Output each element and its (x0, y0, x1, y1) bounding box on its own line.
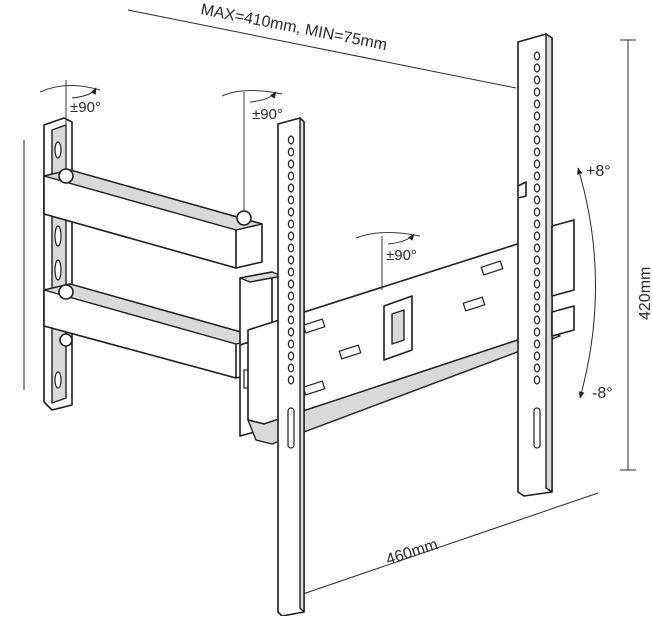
mounting-hole (533, 303, 541, 313)
mounting-hole (533, 171, 541, 181)
mounting-hole (287, 279, 295, 289)
mounting-hole (287, 207, 295, 217)
right-vertical-rail (517, 33, 553, 497)
mounting-hole (287, 315, 295, 325)
mounting-hole (533, 267, 541, 277)
width-dimension-label: 460mm (384, 536, 440, 569)
mounting-hole (533, 219, 541, 229)
mounting-hole (533, 363, 541, 373)
mounting-hole (287, 363, 295, 373)
mounting-hole (287, 303, 295, 313)
mounting-hole (287, 195, 295, 205)
vesa-dimension: MAX=410mm, MIN=75mm (127, 1, 517, 89)
height-dimension-label: 420mm (637, 267, 652, 320)
mounting-hole (287, 243, 295, 253)
vesa-dimension-line (127, 9, 517, 89)
lower-arm (43, 283, 263, 379)
tilt-arrow-icon (577, 167, 596, 399)
mounting-hole (533, 351, 541, 361)
mounting-hole (533, 183, 541, 193)
wall-plate (43, 117, 73, 411)
mounting-hole (533, 75, 541, 85)
mounting-hole (287, 327, 295, 337)
mounting-hole (287, 267, 295, 277)
wall-pivot-rotation: ±90° (39, 80, 101, 170)
mounting-hole (533, 291, 541, 301)
mounting-hole (533, 51, 541, 61)
mounting-hole (533, 135, 541, 145)
mounting-hole (533, 231, 541, 241)
mounting-hole (287, 255, 295, 265)
mounting-hole (287, 147, 295, 157)
rotation-arrow-icon (249, 91, 277, 103)
mounting-hole (533, 339, 541, 349)
mounting-hole (533, 207, 541, 217)
rotation-arrow-icon (387, 233, 415, 245)
horizontal-plate (247, 239, 561, 445)
rotation-arrow-icon (71, 87, 97, 99)
mounting-hole (287, 375, 295, 385)
mounting-hole (533, 123, 541, 133)
mounting-hole (533, 375, 541, 385)
mounting-hole (533, 327, 541, 337)
mounting-hole (533, 111, 541, 121)
mounting-hole (287, 159, 295, 169)
mounting-hole (287, 291, 295, 301)
tilt-up-label: +8° (586, 163, 611, 180)
arm-pivot-label: ±90° (252, 106, 283, 123)
mounting-hole (287, 339, 295, 349)
height-dimension: 420mm (620, 39, 652, 471)
mounting-hole (287, 135, 295, 145)
plate-pivot-rotation: ±90° (355, 231, 421, 290)
rail-side-bracket (551, 219, 575, 337)
mounting-hole (533, 87, 541, 97)
wall-pivot-label: ±90° (70, 99, 101, 116)
arm-pivot-rotation: ±90° (221, 90, 283, 212)
width-dimension-line (299, 492, 599, 596)
mounting-hole (287, 351, 295, 361)
mounting-hole (533, 243, 541, 253)
plate-pivot-label: ±90° (386, 247, 417, 264)
mounting-hole (287, 231, 295, 241)
upper-arm (43, 168, 263, 269)
mounting-hole (533, 63, 541, 73)
mounting-hole (533, 255, 541, 265)
tilt-down-label: -8° (592, 385, 613, 402)
rail-slot (287, 407, 295, 449)
mounting-hole (533, 99, 541, 109)
width-dimension: 460mm (299, 492, 599, 596)
vesa-dimension-label: MAX=410mm, MIN=75mm (199, 1, 388, 54)
mounting-hole (533, 147, 541, 157)
left-vertical-rail (277, 117, 305, 617)
mounting-hole (287, 171, 295, 181)
mounting-hole (533, 195, 541, 205)
mounting-hole (533, 279, 541, 289)
mounting-hole (533, 315, 541, 325)
mounting-hole (287, 219, 295, 229)
rail-slot (533, 407, 541, 449)
mounting-hole (533, 159, 541, 169)
mounting-hole (287, 183, 295, 193)
tilt-indicator: +8° -8° (577, 163, 613, 402)
